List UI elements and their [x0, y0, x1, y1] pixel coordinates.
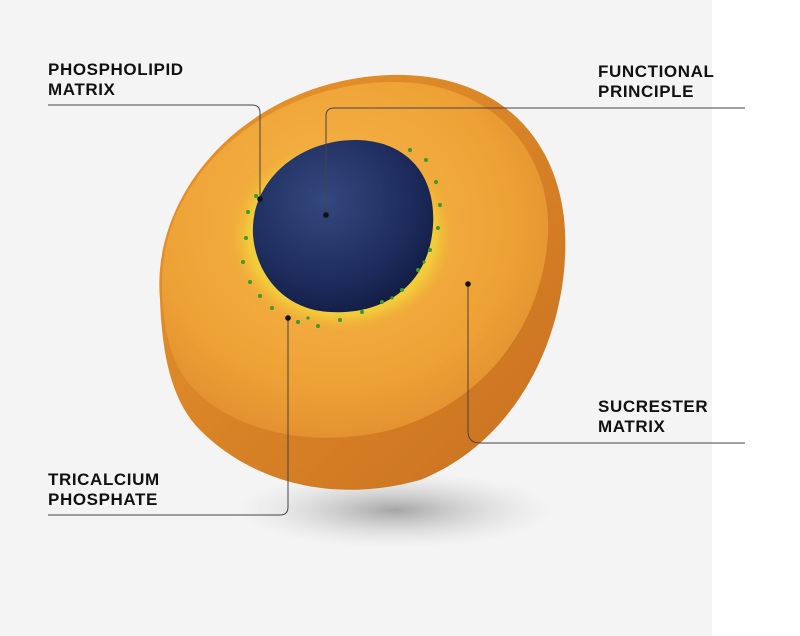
label-functional-principle: FUNCTIONAL PRINCIPLE — [598, 62, 715, 101]
dot-phospholipid — [257, 196, 263, 202]
dot-tricalcium — [285, 315, 291, 321]
leader-phospholipid — [48, 104, 261, 198]
leader-sucrester — [467, 284, 745, 444]
label-tricalcium-phosphate: TRICALCIUM PHOSPHATE — [48, 470, 160, 509]
drop-shadow — [235, 472, 555, 548]
leader-tricalcium — [48, 318, 289, 516]
leader-functional — [325, 107, 745, 214]
dot-sucrester — [465, 281, 471, 287]
label-phospholipid-matrix: PHOSPHOLIPID MATRIX — [48, 60, 184, 99]
label-sucrester-matrix: SUCRESTER MATRIX — [598, 397, 709, 436]
dot-functional — [323, 212, 329, 218]
particles — [241, 148, 442, 328]
core — [252, 140, 434, 313]
